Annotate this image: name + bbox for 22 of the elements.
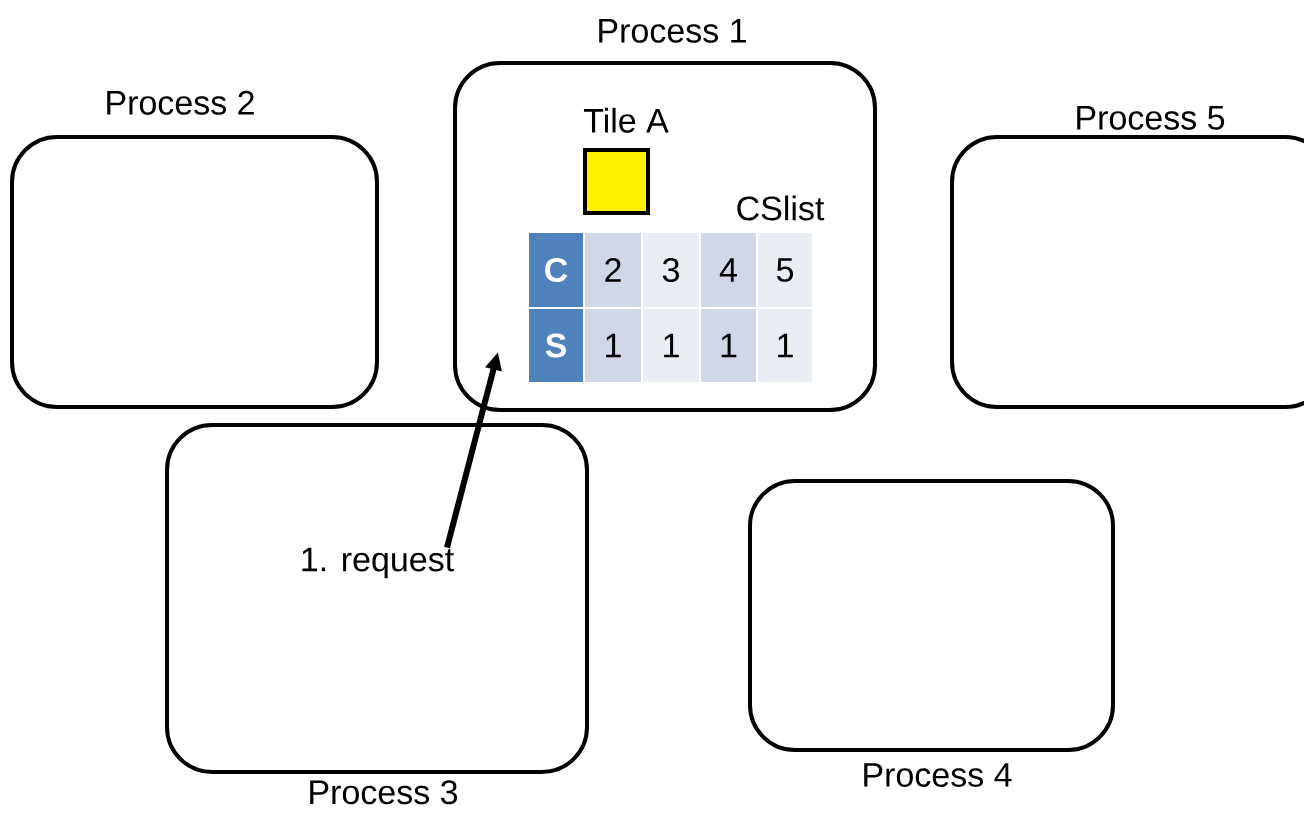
table-title: CSlist — [737, 195, 825, 221]
process-box: Process 5 — [950, 106, 1304, 409]
table-cell: 1 — [756, 307, 814, 384]
table-cell: 5 — [756, 231, 814, 309]
node-label: Process 3 — [310, 780, 458, 805]
table-cell: S — [527, 307, 585, 384]
node-label: Tile A — [583, 107, 669, 133]
request-text: 1. request — [302, 547, 454, 579]
node-label: Process 4 — [864, 763, 1012, 787]
process-box: Process 4 — [748, 479, 1115, 787]
node-label: Process 5 — [1077, 106, 1225, 130]
table-cell: C — [527, 231, 585, 309]
table-cell: 1 — [641, 307, 701, 384]
table-cell: 3 — [641, 231, 701, 309]
tile-square: Tile A — [583, 107, 669, 215]
node-label: Process 2 — [107, 90, 254, 115]
table-cell: 2 — [583, 231, 643, 309]
process-box: Process 2 — [10, 90, 379, 409]
table-cell: 1 — [583, 307, 643, 384]
table-cell: 4 — [699, 231, 758, 309]
table-cell: 1 — [699, 307, 758, 384]
node-label: Process 1 — [599, 19, 746, 43]
